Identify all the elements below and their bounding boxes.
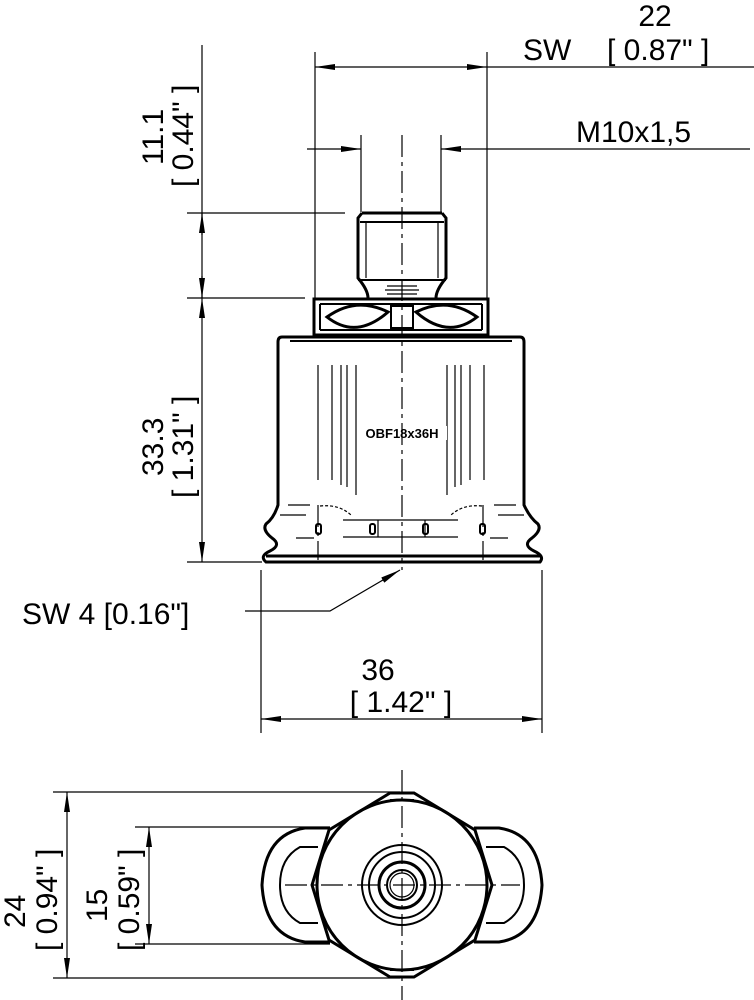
dimension-body-height: 33.3 [ 1.31" ]	[137, 298, 262, 563]
top-inner-inch: [ 0.59" ]	[113, 849, 146, 951]
thread-height-value: 11.1	[137, 109, 170, 165]
top-width-inch: [ 0.94" ]	[31, 849, 64, 951]
hex-width-value: 22	[638, 0, 671, 33]
top-view	[260, 770, 544, 1000]
diameter-value: 36	[361, 654, 394, 687]
dimension-thread-height: 11.1 [ 0.44" ]	[137, 45, 345, 299]
dimension-diameter: 36 [ 1.42" ]	[260, 570, 543, 733]
dimension-top-inner: 15 [ 0.59" ]	[81, 826, 330, 951]
diameter-inch: [ 1.42" ]	[350, 686, 452, 719]
dimension-thread: M10x1,5	[307, 116, 750, 212]
body-height-value: 33.3	[137, 418, 170, 476]
thread-height-inch: [ 0.44" ]	[167, 85, 200, 187]
inner-hex-text: SW 4 [0.16"]	[22, 598, 189, 631]
hex-width-prefix: SW	[523, 34, 572, 67]
dimension-hex-width: 22 SW [ 0.87" ]	[314, 0, 754, 298]
side-view: OBF18x36H	[261, 135, 543, 570]
body-height-inch: [ 1.31" ]	[167, 396, 200, 498]
suction-cup-body: OBF18x36H	[261, 335, 543, 564]
hex-width-inch: [ 0.87" ]	[607, 34, 709, 67]
top-width-value: 24	[0, 895, 32, 928]
hex-nut	[312, 297, 490, 337]
dimension-top-width: 24 [ 0.94" ]	[0, 791, 400, 979]
dimension-inner-hex: SW 4 [0.16"]	[22, 569, 401, 631]
top-inner-value: 15	[81, 889, 114, 922]
thread-value: M10x1,5	[576, 116, 691, 149]
